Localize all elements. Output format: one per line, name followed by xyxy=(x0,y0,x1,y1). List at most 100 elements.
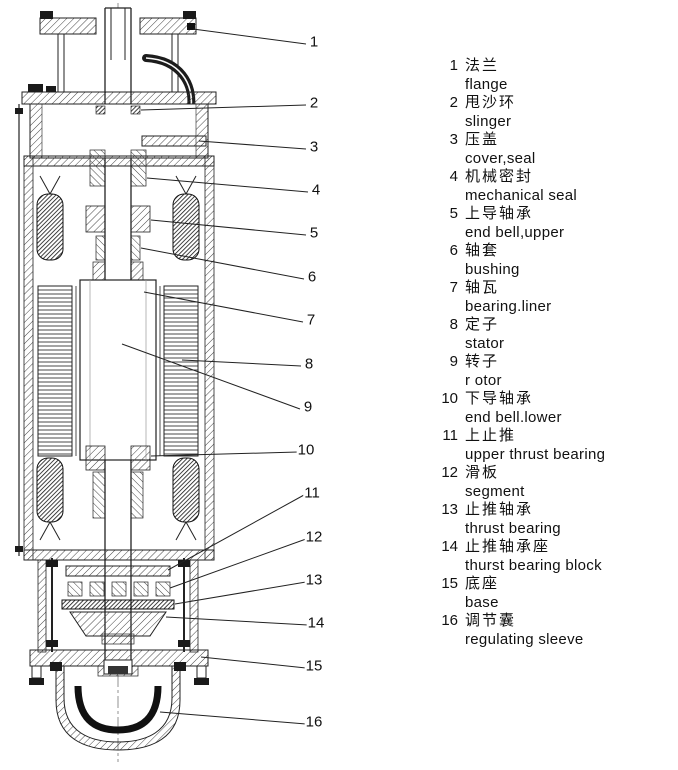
callout-1: 1 xyxy=(308,33,320,51)
thrust-housing xyxy=(37,558,199,653)
end-windings-lower xyxy=(36,457,200,541)
callout-4: 4 xyxy=(310,181,322,199)
part-number: 12 xyxy=(441,464,458,481)
part-number: 6 xyxy=(449,242,458,259)
part-name-zh: 上止推 xyxy=(465,427,517,444)
part-number: 13 xyxy=(441,501,458,518)
part-item-5: 5 上导轴承 end bell,upper xyxy=(436,205,605,242)
part-number: 14 xyxy=(441,538,458,555)
stator xyxy=(37,285,199,457)
part-name-zh: 法兰 xyxy=(465,57,500,74)
segments xyxy=(67,581,171,597)
part-number: 2 xyxy=(449,94,458,111)
seal-cover xyxy=(141,135,207,147)
part-name-zh: 定子 xyxy=(465,316,500,333)
part-number: 5 xyxy=(449,205,458,222)
part-item-4: 4 机械密封 mechanical seal xyxy=(436,168,605,205)
part-name-en: segment xyxy=(465,482,525,500)
part-number: 8 xyxy=(449,316,458,333)
part-name-en: mechanical seal xyxy=(465,186,578,204)
part-name-zh: 轴套 xyxy=(465,242,500,259)
part-number: 9 xyxy=(449,353,458,370)
part-item-3: 3 压盖 cover,seal xyxy=(436,131,605,168)
callout-10: 10 xyxy=(296,441,316,459)
part-number: 3 xyxy=(449,131,458,148)
callout-11: 11 xyxy=(303,484,321,502)
flange xyxy=(39,11,197,92)
upper-thrust xyxy=(65,565,171,577)
regulating-sleeve xyxy=(74,685,162,734)
mechanical-seal xyxy=(89,149,106,187)
part-name-en: flange xyxy=(465,75,508,93)
part-name-zh: 滑板 xyxy=(465,464,500,481)
callout-3: 3 xyxy=(308,138,320,156)
part-name-zh: 止推轴承座 xyxy=(465,538,551,555)
part-name-zh: 压盖 xyxy=(465,131,500,148)
part-number: 16 xyxy=(441,612,458,629)
part-item-7: 7 轴瓦 bearing.liner xyxy=(436,279,605,316)
callout-14: 14 xyxy=(306,614,326,632)
part-name-en: slinger xyxy=(465,112,512,130)
part-item-9: 9 转子 r otor xyxy=(436,353,605,390)
part-item-13: 13 止推轴承 thrust bearing xyxy=(436,501,605,538)
part-name-en: thrust bearing xyxy=(465,519,561,537)
thrust-bearing-block xyxy=(69,611,167,637)
parts-list: 1 法兰 flange 2 甩沙环 slinger 3 压盖 cover,seal 4… xyxy=(436,57,605,649)
callout-8: 8 xyxy=(303,355,315,373)
part-name-zh: 轴瓦 xyxy=(465,279,500,296)
regulating-sleeve-dome xyxy=(50,659,186,751)
rotor xyxy=(79,279,157,461)
part-name-zh: 底座 xyxy=(465,575,500,592)
part-name-en: bearing.liner xyxy=(465,297,552,315)
thrust-bearing xyxy=(61,599,175,610)
part-item-1: 1 法兰 flange xyxy=(436,57,605,94)
part-name-zh: 机械密封 xyxy=(465,168,534,185)
end-bell-lower xyxy=(85,445,151,519)
callout-9: 9 xyxy=(302,398,314,416)
leader-lines xyxy=(121,28,309,725)
part-number: 1 xyxy=(449,57,458,74)
slinger xyxy=(130,105,141,115)
part-number: 4 xyxy=(449,168,458,185)
part-item-14: 14 止推轴承座 thurst bearing block xyxy=(436,538,605,575)
part-item-12: 12 滑板 segment xyxy=(436,464,605,501)
part-name-en: regulating sleeve xyxy=(465,630,584,648)
part-item-2: 2 甩沙环 slinger xyxy=(436,94,605,131)
part-number: 10 xyxy=(441,390,458,407)
part-name-zh: 转子 xyxy=(465,353,500,370)
bushing xyxy=(95,235,141,261)
part-name-zh: 止推轴承 xyxy=(465,501,534,518)
end-windings-upper xyxy=(36,175,200,261)
tie-rod xyxy=(15,104,23,556)
part-item-6: 6 轴套 bushing xyxy=(436,242,605,279)
callout-6: 6 xyxy=(306,268,318,286)
callout-5: 5 xyxy=(308,224,320,242)
part-name-zh: 上导轴承 xyxy=(465,205,534,222)
part-name-en: thurst bearing block xyxy=(465,556,602,574)
callout-12: 12 xyxy=(304,528,324,546)
callout-7: 7 xyxy=(305,311,317,329)
part-name-en: end bell.lower xyxy=(465,408,562,426)
part-number: 7 xyxy=(449,279,458,296)
part-name-en: cover,seal xyxy=(465,149,536,167)
part-name-en: upper thrust bearing xyxy=(465,445,606,463)
part-name-en: stator xyxy=(465,334,505,352)
part-name-en: end bell,upper xyxy=(465,223,565,241)
callout-2: 2 xyxy=(308,94,320,112)
part-name-zh: 甩沙环 xyxy=(465,94,517,111)
end-bell-upper xyxy=(85,205,151,233)
part-name-en: base xyxy=(465,593,499,611)
part-name-zh: 调节囊 xyxy=(465,612,517,629)
callout-16: 16 xyxy=(304,713,324,731)
part-name-en: bushing xyxy=(465,260,520,278)
callout-13: 13 xyxy=(304,571,324,589)
part-item-8: 8 定子 stator xyxy=(436,316,605,353)
part-name-en: r otor xyxy=(465,371,502,389)
slinger xyxy=(95,105,106,115)
